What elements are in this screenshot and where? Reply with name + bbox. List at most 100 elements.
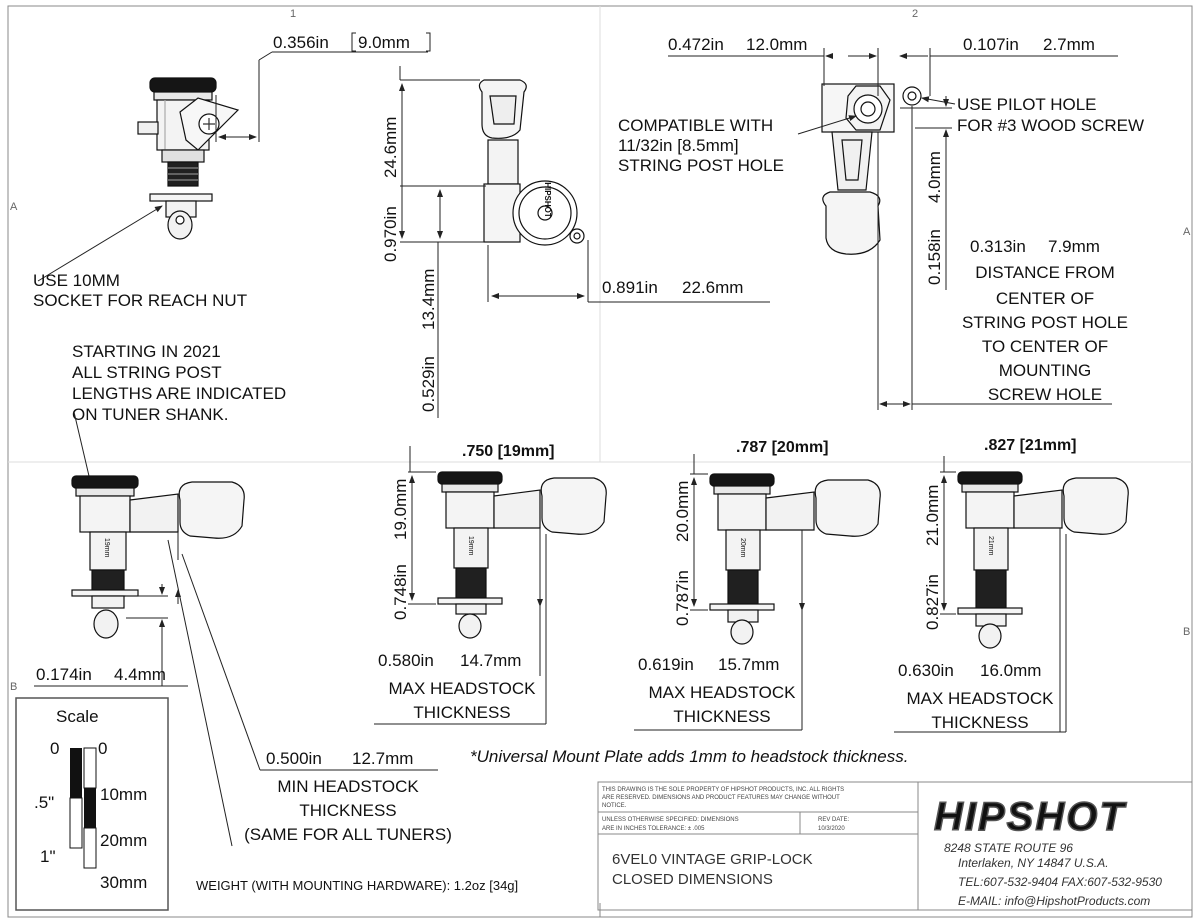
pilot-label-1: USE PILOT HOLE [957,95,1097,114]
scale-mm-0: 0 [98,739,107,758]
shank-mark-19: 19mm [467,536,474,556]
dim-0529-mm: 13.4mm [419,269,438,330]
scale-mm-30: 30mm [100,873,147,892]
grid-label-top-1: 1 [290,8,296,20]
part-name-1: 6VEL0 VINTAGE GRIP-LOCK [612,851,813,868]
shank-mark-21: 21mm [987,536,994,556]
socket-label-1: USE 10MM [33,271,120,290]
shank-mark-19-left: 19mm [103,538,110,558]
spec-2: ARE IN INCHES TOLERANCE: ± .005 [602,826,705,832]
hipshot-logo-disc: HIPSHOT [543,182,552,218]
starting-label-2: ALL STRING POST [72,363,222,382]
dim-0891 [487,240,770,303]
dim-0827 [940,456,956,615]
grid-label-left-b: B [10,681,17,693]
max-headstock-20-1: MAX HEADSTOCK [648,683,796,702]
dim-0472-0107 [668,48,1118,96]
distance-label-1: DISTANCE FROM [975,263,1114,282]
dim-0827-mm: 21.0mm [923,485,942,546]
scale-mm-20: 20mm [100,831,147,850]
tuner-view-21mm [957,471,1129,649]
socket-leader [37,205,163,282]
dim-0891-in: 0.891in [602,278,658,297]
dim-0630-in: 0.630in [898,661,954,680]
dim-0630-mm: 16.0mm [980,661,1041,680]
min-headstock-2: THICKNESS [299,801,396,820]
company-tel-fax: TEL:607-532-9404 FAX:607-532-9530 [958,875,1162,889]
mount-plate-note: *Universal Mount Plate adds 1mm to heads… [470,747,908,766]
dim-0356-in: 0.356in [273,33,329,52]
grid-label-top-2: 2 [912,8,918,20]
grid-label-left-a: A [10,201,18,213]
rev-label: REV DATE: [818,817,850,823]
dim-0158-mm: 4.0mm [925,151,944,203]
distance-label-6: SCREW HOLE [988,385,1102,404]
dim-0529-in: 0.529in [419,356,438,412]
dim-0158-in: 0.158in [925,229,944,285]
starting-label-1: STARTING IN 2021 [72,342,221,361]
sheet-border [7,5,1193,918]
post-height-21: .827 [21mm] [984,437,1077,454]
grid-label-right-a: A [1183,226,1191,238]
dim-0174-mm: 4.4mm [114,665,166,684]
dim-0500-in: 0.500in [266,749,322,768]
compatible-label-1: COMPATIBLE WITH [618,116,773,135]
max-headstock-19-2: THICKNESS [413,703,510,722]
company-email: E-MAIL: info@HipshotProducts.com [958,894,1150,908]
dim-0970-0529 [399,66,486,418]
dim-0472-in: 0.472in [668,35,724,54]
dim-0970-in: 0.970in [381,206,400,262]
distance-label-2: CENTER OF [996,289,1094,308]
distance-label-3: STRING POST HOLE [962,313,1128,332]
notice-1: THIS DRAWING IS THE SOLE PROPERTY OF HIP… [602,787,844,793]
dim-0619-in: 0.619in [638,655,694,674]
distance-label-4: TO CENTER OF [982,337,1108,356]
company-address-2: Interlaken, NY 14847 U.S.A. [958,856,1109,870]
dim-0356-mm: 9.0mm [358,33,410,52]
rev-date: 10/3/2020 [818,826,845,832]
dim-0472-mm: 12.0mm [746,35,807,54]
scale-in-0: 0 [50,739,59,758]
dim-0174-in: 0.174in [36,665,92,684]
max-headstock-21-2: THICKNESS [931,713,1028,732]
tuner-view-19mm [437,471,607,639]
starting-label-4: ON TUNER SHANK. [72,405,229,424]
tuner-view-front-topmiddle [478,79,585,246]
dim-0158 [900,96,952,290]
spec-1: UNLESS OTHERWISE SPECIFIED: DIMENSIONS [602,817,739,823]
dim-0174 [34,584,188,687]
hipshot-wordmark: HIPSHOT [934,795,1127,839]
dim-0500-mm: 12.7mm [352,749,413,768]
min-headstock-1: MIN HEADSTOCK [277,777,419,796]
scale-title: Scale [56,707,99,726]
notice-3: NOTICE. [602,803,627,809]
dim-0630 [894,528,1067,733]
scale-box [15,697,169,911]
compatible-leader [797,115,857,135]
weight-label: WEIGHT (WITH MOUNTING HARDWARE): 1.2oz [… [196,878,518,893]
tuner-view-side-topleft [137,77,240,240]
dim-0619 [634,530,805,731]
compatible-label-2: 11/32in [8.5mm] [618,136,739,155]
dim-0970-mm: 24.6mm [381,117,400,178]
post-height-19: .750 [19mm] [462,443,555,460]
dim-0891-mm: 22.6mm [682,278,743,297]
title-block [597,781,1193,911]
pilot-leader [921,96,956,105]
scale-in-1: 1" [40,847,56,866]
dim-0313-in: 0.313in [970,237,1026,256]
dim-0787-mm: 20.0mm [673,481,692,542]
socket-label-2: SOCKET FOR REACH NUT [33,291,247,310]
tuner-view-bottomleft [71,475,245,639]
dim-0787-in: 0.787in [673,570,692,626]
dim-0748-in: 0.748in [391,564,410,620]
dim-0313 [877,106,1112,410]
tuner-view-20mm [709,473,881,645]
notice-2: ARE RESERVED. DIMENSIONS AND PRODUCT FEA… [602,795,840,801]
company-address-1: 8248 STATE ROUTE 96 [944,841,1073,855]
compatible-label-3: STRING POST HOLE [618,156,784,175]
part-name-2: CLOSED DIMENSIONS [612,871,773,888]
pilot-label-2: FOR #3 WOOD SCREW [957,116,1144,135]
dim-0356-bracket [351,32,431,52]
